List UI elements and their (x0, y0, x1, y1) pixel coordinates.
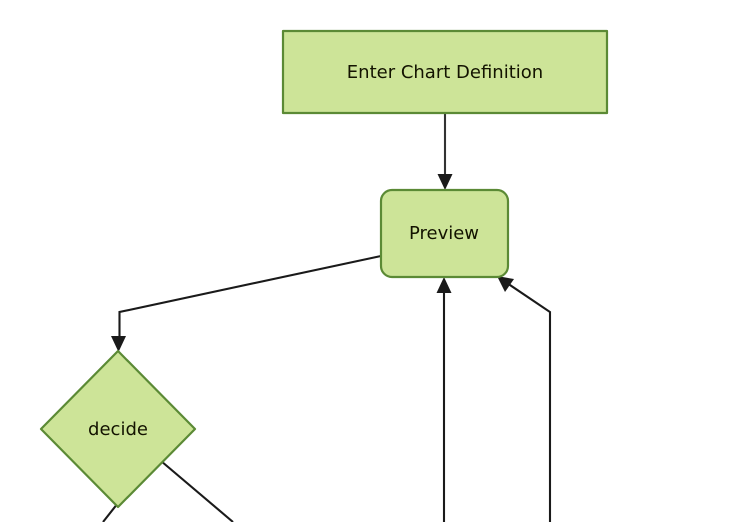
edge-decide-out-left (102, 502, 119, 522)
edge-layer (102, 113, 552, 522)
arrow-head-down (437, 174, 453, 190)
node-rectangle[interactable] (281, 29, 609, 115)
node-decide[interactable]: decide (39, 349, 197, 509)
edge-line (118, 254, 382, 343)
edge-line (160, 460, 234, 522)
arrow-head-up-left (497, 276, 514, 292)
arrow-head-down (111, 336, 126, 352)
edge-line (102, 502, 119, 522)
edge-return-center-to-preview (436, 277, 452, 522)
edge-line (506, 282, 552, 522)
node-enter-chart-definition[interactable]: Enter Chart Definition (281, 29, 609, 115)
edge-decide-out-right (160, 460, 234, 522)
node-rounded-rectangle[interactable] (379, 188, 510, 279)
edge-enter-to-preview (437, 113, 453, 190)
arrow-head-up (436, 277, 452, 293)
edge-return-right-to-preview (497, 276, 552, 522)
edge-preview-to-decide (111, 254, 382, 352)
node-diamond[interactable] (39, 349, 197, 509)
node-preview[interactable]: Preview (379, 188, 510, 279)
